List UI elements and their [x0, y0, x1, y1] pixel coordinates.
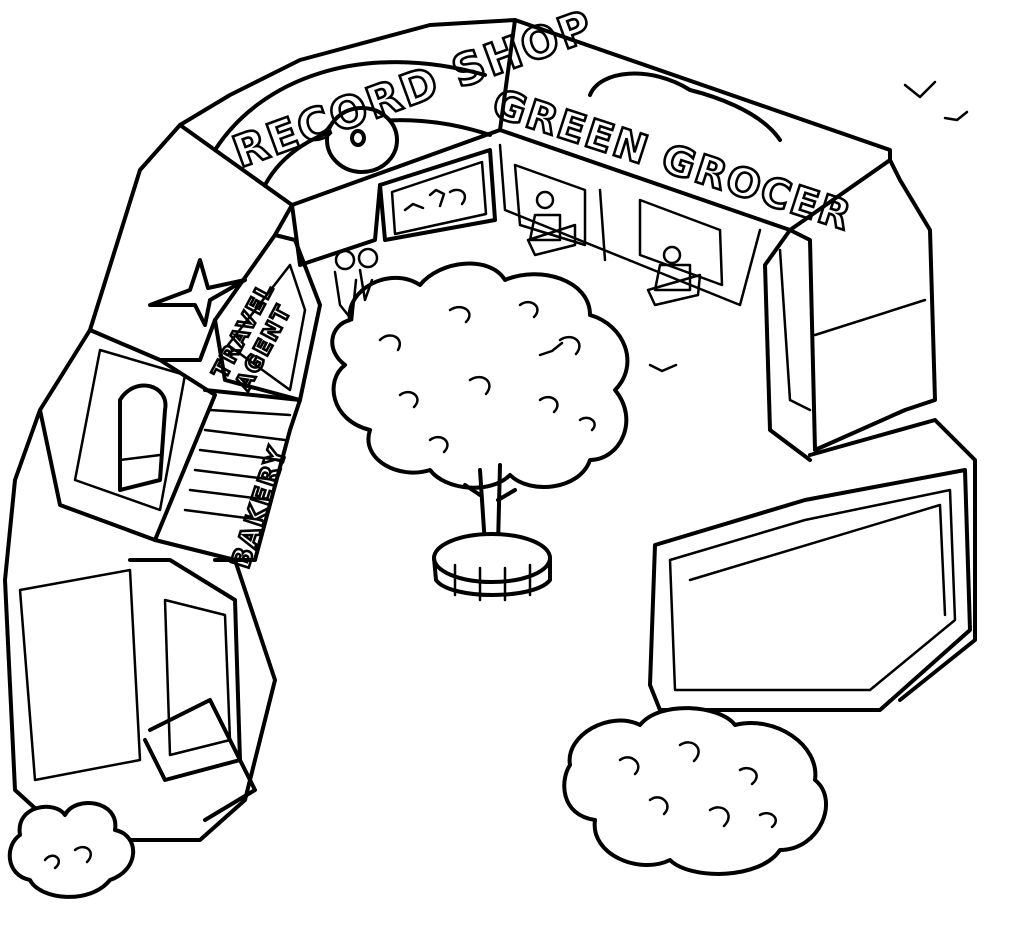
- bakery-sign: BAKERY: [226, 442, 294, 572]
- shopkeeper-figure: [526, 190, 577, 257]
- right-bush-icon: [562, 706, 828, 876]
- bird-icon: [538, 80, 969, 373]
- airplane-icon: [148, 258, 247, 327]
- travel-agent-building: [88, 123, 322, 402]
- grocer-figure: [646, 245, 702, 307]
- bush-icon: [7, 801, 136, 899]
- shoppers-figures: [333, 247, 379, 322]
- bakery-building: [38, 328, 302, 562]
- green-grocer-sign: GREEN GROCER: [487, 81, 858, 241]
- loaf-icon: [118, 383, 168, 492]
- front-left-blocks: [3, 408, 277, 842]
- tree-icon: [330, 261, 630, 602]
- right-arc-buildings: [648, 158, 977, 712]
- record-disc-icon: [325, 106, 399, 174]
